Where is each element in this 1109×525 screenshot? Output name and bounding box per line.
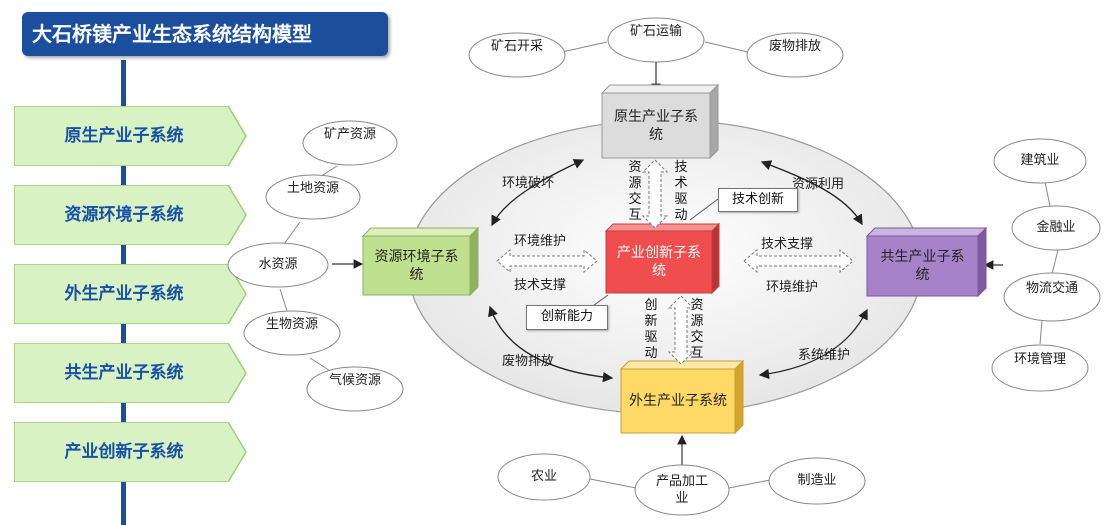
nav-item-label: 共生产业子系统: [64, 363, 184, 383]
link-env-maintain-left: 环境维护: [514, 234, 567, 249]
link-resource-use: 资源利用: [792, 177, 845, 192]
node-climate-resources: 气候资源: [328, 373, 381, 388]
node-construction: 建筑业: [1020, 153, 1060, 168]
link-innovation-drive: 创新驱动: [644, 298, 658, 361]
box-primary-industry: 原生产业子系统: [614, 108, 698, 143]
link-system-maintain: 系统维护: [798, 348, 851, 363]
box-symbiotic-industry: 共生产业子系统: [880, 249, 965, 283]
link-resource-interact-bottom: 资源交互: [690, 298, 704, 361]
nav-item-resource[interactable]: 资源环境子系统: [14, 185, 248, 245]
nav-item-label: 外生产业子系统: [64, 284, 184, 304]
callout-innovation-ability: 创新能力: [526, 305, 608, 330]
node-manufacturing: 制造业: [797, 473, 837, 488]
link-tech-support-left: 技术支撑: [514, 278, 567, 293]
node-logistics: 物流交通: [1025, 281, 1078, 296]
link-tech-support-right: 技术支撑: [761, 237, 814, 252]
node-land-resources: 土地资源: [286, 181, 339, 196]
nav-item-label: 资源环境子系统: [64, 205, 184, 225]
nav-item-primary[interactable]: 原生产业子系统: [14, 106, 248, 166]
link-tech-drive: 技术驱动: [674, 160, 688, 223]
nav-item-label: 原生产业子系统: [64, 126, 184, 146]
node-mineral-resources: 矿产资源: [323, 127, 376, 142]
link-resource-interact-top: 资源交互: [628, 160, 642, 223]
node-ore-mining: 矿石开采: [490, 39, 543, 54]
node-bio-resources: 生物资源: [265, 317, 318, 332]
page-title: 大石桥镁产业生态系统结构模型: [22, 12, 388, 56]
node-finance: 金融业: [1036, 220, 1076, 235]
node-waste-discharge: 废物排放: [768, 39, 821, 54]
nav-item-label: 产业创新子系统: [64, 442, 184, 462]
node-ore-transport: 矿石运输: [629, 24, 682, 39]
node-agriculture: 农业: [530, 469, 557, 484]
node-processing: 产品加工业: [655, 474, 708, 506]
box-resource-environment: 资源环境子系统: [374, 248, 459, 283]
nav-item-symbiotic[interactable]: 共生产业子系统: [14, 343, 248, 403]
box-exogenous-industry: 外生产业子系统: [629, 393, 727, 409]
link-env-maintain-right: 环境维护: [766, 280, 819, 295]
link-waste-discharge: 废物排放: [502, 354, 555, 369]
link-env-damage: 环境破坏: [502, 176, 555, 191]
callout-tech-innovation: 技术创新: [718, 188, 798, 212]
nav-item-innovation[interactable]: 产业创新子系统: [14, 422, 248, 482]
node-env-management: 环境管理: [1013, 352, 1066, 367]
node-water-resources: 水资源: [258, 257, 298, 272]
nav-item-exogenous[interactable]: 外生产业子系统: [14, 264, 248, 324]
box-industry-innovation: 产业创新子系统: [617, 245, 701, 279]
